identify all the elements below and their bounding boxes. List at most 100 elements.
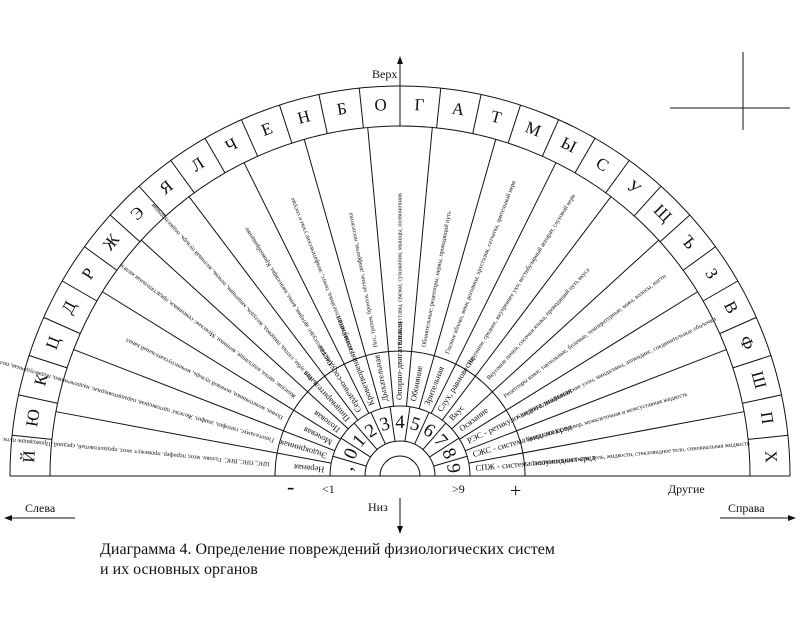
letter-cell: Й: [19, 450, 39, 463]
letter-divider: [436, 88, 442, 128]
caption-line-2: и их основных органов: [100, 561, 258, 578]
sector-divider: [430, 162, 557, 414]
letter-cell: Х: [761, 450, 781, 463]
letter-divider: [605, 160, 630, 194]
ring-arc-2: [274, 350, 526, 477]
letter-divider: [28, 355, 68, 369]
number-cell: ,: [336, 465, 357, 473]
letter-divider: [507, 104, 521, 144]
sector-divider: [55, 411, 332, 464]
letter-divider: [170, 160, 195, 194]
organs-label: Глазное яблоко, веки, роговица, хрустали…: [444, 180, 517, 355]
sector-divider: [102, 291, 341, 440]
number-divider: [389, 406, 396, 442]
sector-divider: [441, 196, 612, 421]
letter-cell: Ц: [42, 334, 64, 352]
letter-divider: [62, 280, 98, 302]
sector-divider: [451, 239, 659, 430]
letter-cell: Р: [78, 264, 99, 282]
letter-divider: [84, 246, 118, 271]
number-divider: [404, 406, 411, 442]
number-cell: 4: [395, 412, 405, 433]
letter-cell: Е: [259, 118, 276, 139]
letter-cell: Т: [489, 107, 505, 128]
greater-than-nine-label: >9: [452, 482, 465, 496]
ring-arc-3: [329, 405, 471, 477]
letter-divider: [318, 94, 328, 134]
sector-divider: [303, 139, 382, 409]
letter-cell: У: [623, 176, 645, 199]
ring-arc-1: [49, 125, 751, 477]
letter-divider: [472, 94, 482, 134]
sector-divider: [243, 162, 370, 414]
letter-divider: [732, 355, 772, 369]
letter-cell: А: [451, 99, 467, 120]
sector-divider: [367, 127, 395, 407]
sector-divider: [465, 349, 727, 452]
number-divider: [340, 437, 371, 458]
letter-divider: [659, 214, 691, 243]
others-label: Другие: [668, 482, 705, 496]
caption-line-1: Диаграмма 4. Определение повреждений физ…: [100, 541, 555, 558]
number-divider: [414, 412, 430, 445]
number-inner-arc: [364, 440, 436, 477]
letter-divider: [358, 88, 364, 128]
letter-cell: Ш: [748, 369, 771, 390]
letter-cell: Л: [188, 153, 208, 175]
sector-divider: [73, 349, 335, 452]
less-than-one-label: <1: [322, 482, 335, 496]
letter-cell: Б: [336, 99, 349, 119]
left-label: Слева: [25, 501, 56, 515]
letter-divider: [541, 119, 560, 157]
caption: Диаграмма 4. Определение повреждений физ…: [100, 540, 700, 580]
letter-divider: [18, 394, 58, 404]
sector-divider: [405, 127, 433, 407]
letter-cell: Ы: [558, 133, 580, 157]
letter-divider: [109, 214, 141, 243]
number-divider: [422, 422, 447, 450]
letter-cell: Г: [414, 95, 425, 114]
organs-label: Вкусовые почки, сосочки языка, проводящи…: [486, 266, 592, 381]
top-label: Верх: [372, 67, 397, 81]
letter-cell: Ю: [22, 408, 44, 428]
minus-label: -: [287, 474, 294, 499]
sector-divider: [468, 411, 745, 464]
letter-cell: Щ: [650, 200, 676, 226]
letter-cell: Ъ: [678, 232, 700, 253]
letter-cell: Я: [156, 176, 177, 198]
system-label: Обоняние: [408, 365, 424, 402]
letter-cell: З: [701, 265, 722, 283]
letter-cell: С: [592, 153, 612, 175]
letter-divider: [204, 138, 226, 174]
letter-cell: Н: [295, 106, 312, 128]
bottom-label: Низ: [368, 500, 388, 514]
letter-divider: [138, 185, 167, 217]
letter-divider: [633, 185, 662, 217]
number-cell: 9: [442, 462, 464, 474]
sector-divider: [188, 196, 359, 421]
number-divider: [370, 412, 386, 445]
sector-divider: [141, 239, 349, 430]
right-label: Справа: [728, 501, 765, 515]
letter-cell: М: [523, 118, 544, 141]
letter-divider: [574, 138, 596, 174]
number-divider: [353, 422, 378, 450]
letter-divider: [279, 104, 293, 144]
letter-cell: Э: [127, 203, 148, 224]
system-label: Опорно-двигательная: [394, 321, 404, 400]
letter-divider: [682, 246, 716, 271]
organs-label: Нос, трахея, бронхи, лёгкие, диафрагма, …: [347, 212, 379, 348]
letter-divider: [43, 316, 81, 335]
letter-divider: [742, 394, 782, 404]
system-label: Нервная: [293, 462, 324, 475]
letter-divider: [12, 434, 52, 440]
organs-label: Костный мозг, селезёнка, тимус, лимфатич…: [289, 196, 356, 355]
system-label: Дыхательная: [371, 354, 389, 402]
sector-divider: [459, 291, 698, 440]
sector-divider: [418, 139, 497, 409]
letter-divider: [748, 434, 788, 440]
number-divider: [429, 437, 460, 458]
letter-divider: [240, 119, 259, 157]
